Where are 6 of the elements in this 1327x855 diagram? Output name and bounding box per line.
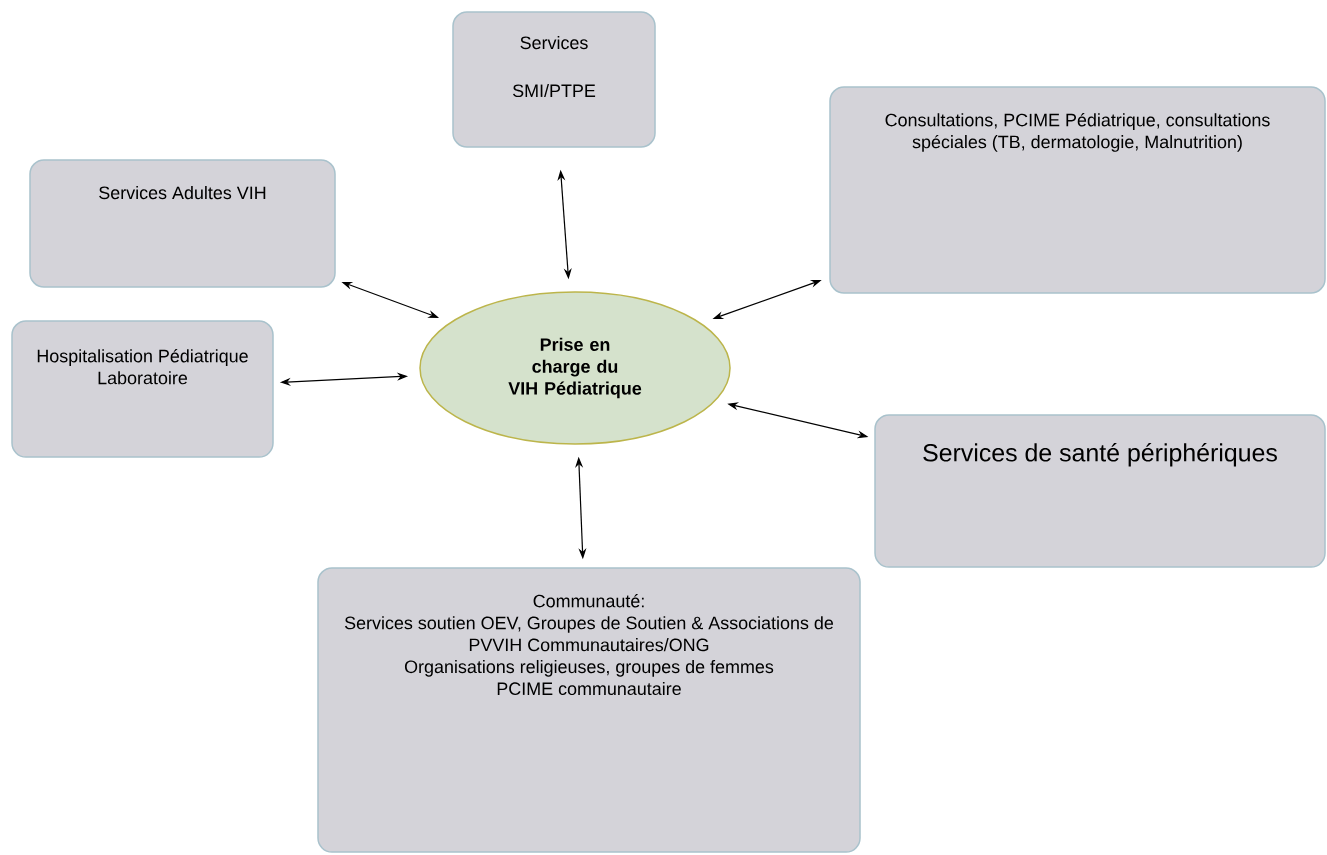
process-box: Services Adultes VIH (29, 159, 336, 288)
process-box: Services de santé périphériques (874, 414, 1326, 568)
process-box: Services SMI/PTPE (452, 11, 656, 148)
process-box: Consultations, PCIME Pédiatrique, consultations spéciales (TB, dermatologie, Malnutrition) (829, 86, 1326, 294)
process-box: Communauté: Services soutien OEV, Groupes de Soutien & Associations de PVVIH Communautaires/ONG Organisations religieuses, groupes de femmes PCIME communautaire (317, 567, 861, 853)
process-box: Hospitalisation Pédiatrique Laboratoire (11, 320, 274, 458)
